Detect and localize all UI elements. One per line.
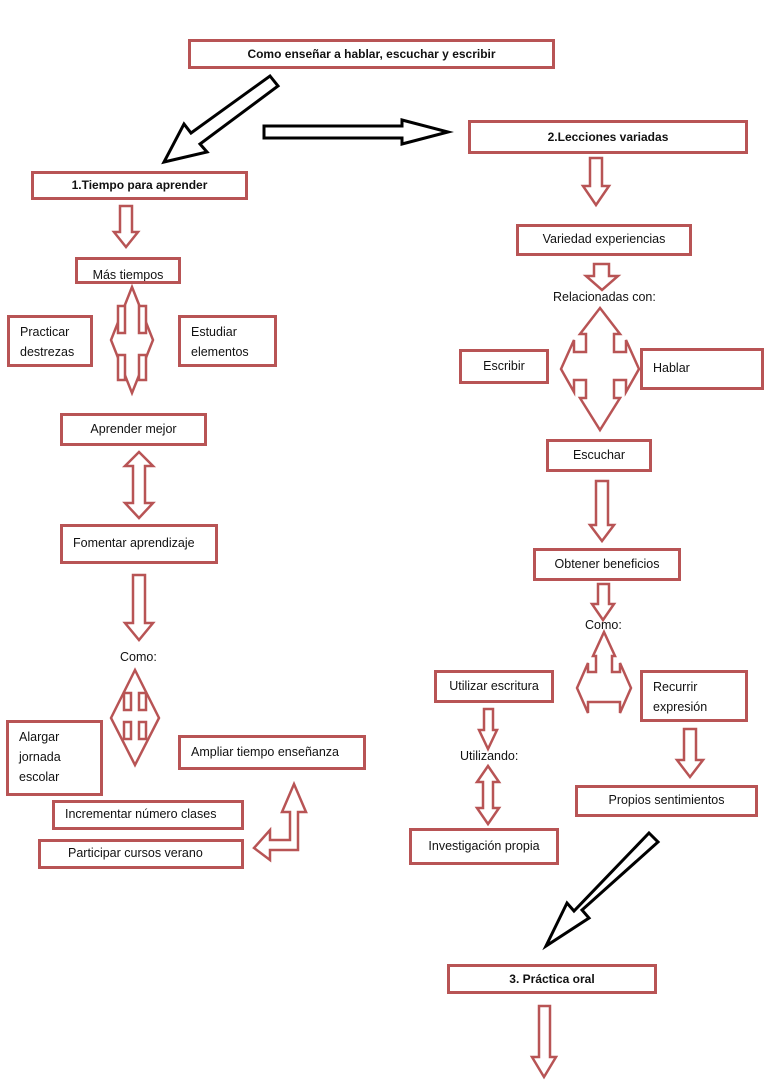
relacionadas-label: Relacionadas con:	[553, 290, 656, 304]
arrow-quad-como-s1	[109, 667, 161, 768]
obtener-box: Obtener beneficios	[533, 548, 681, 581]
investigacion-box: Investigación propia	[409, 828, 559, 865]
variedad-box: Variedad experiencias	[516, 224, 692, 256]
arrow-down-fomentar	[122, 573, 156, 642]
arrow-down-obtener	[589, 582, 617, 623]
utilizar-box: Utilizar escritura	[434, 670, 554, 703]
arrow-down-recurrir	[674, 727, 706, 780]
alargar-box: Alargar jornada escolar	[6, 720, 103, 796]
s3-heading: 3. Práctica oral	[509, 971, 595, 986]
como-label-s1: Como:	[120, 650, 157, 664]
alargar-text: Alargar jornada escolar	[19, 730, 61, 784]
investigacion-text: Investigación propia	[428, 838, 540, 853]
recurrir-text: Recurrir expresión	[653, 680, 708, 714]
escuchar-box: Escuchar	[546, 439, 652, 472]
ampliar-text: Ampliar tiempo enseñanza	[191, 744, 339, 759]
arrow-title-to-s1	[161, 73, 281, 165]
ampliar-box: Ampliar tiempo enseñanza	[178, 735, 366, 770]
incrementar-text: Incrementar número clases	[65, 807, 217, 822]
obtener-text: Obtener beneficios	[554, 556, 660, 571]
arrow-tri-como-s2	[575, 628, 633, 714]
utilizando-label: Utilizando:	[460, 749, 519, 763]
arrow-s2-to-s3	[542, 830, 661, 951]
arrow-down-s2-heading	[580, 156, 612, 208]
s2-heading: 2.Lecciones variadas	[547, 129, 669, 144]
utilizar-text: Utilizar escritura	[449, 678, 539, 693]
fomentar-box: Fomentar aprendizaje	[60, 524, 218, 564]
recurrir-box: Recurrir expresión	[640, 670, 748, 722]
mas-tiempos-box: Más tiempos	[75, 257, 181, 284]
hablar-text: Hablar	[653, 361, 690, 375]
arrow-title-to-s2	[262, 118, 454, 146]
arrow-updown-utilizando	[474, 763, 502, 827]
aprender-mejor-box: Aprender mejor	[60, 413, 207, 446]
como-label-s2: Como:	[585, 618, 622, 632]
hablar-box: Hablar	[640, 348, 764, 390]
practicar-text: Practicar destrezas	[20, 325, 75, 359]
arrow-bent-ampliar	[252, 780, 308, 863]
s2-heading-box: 2.Lecciones variadas	[468, 120, 748, 154]
mas-tiempos-text: Más tiempos	[92, 267, 164, 282]
practicar-box: Practicar destrezas	[7, 315, 93, 367]
arrow-down-variedad	[582, 262, 622, 292]
escribir-text: Escribir	[483, 358, 525, 373]
fomentar-text: Fomentar aprendizaje	[73, 536, 195, 551]
arrow-down-escuchar	[587, 479, 617, 544]
propios-text: Propios sentimientos	[608, 793, 725, 808]
arrow-updown-aprender-fomentar	[121, 450, 157, 520]
escribir-box: Escribir	[459, 349, 549, 384]
estudiar-box: Estudiar elementos	[178, 315, 277, 367]
arrow-quad-mas-tiempos	[109, 283, 155, 397]
arrow-cross-relacionadas	[559, 305, 641, 433]
variedad-text: Variedad experiencias	[542, 232, 666, 247]
incrementar-box: Incrementar número clases	[52, 800, 244, 830]
title-text: Como enseñar a hablar, escuchar y escrib…	[247, 46, 496, 61]
title-box: Como enseñar a hablar, escuchar y escrib…	[188, 39, 555, 69]
participar-text: Participar cursos verano	[68, 846, 203, 861]
propios-box: Propios sentimientos	[575, 785, 758, 817]
arrow-down-utilizar	[477, 707, 499, 752]
escuchar-text: Escuchar	[572, 447, 626, 462]
arrow-down-s3	[529, 1004, 559, 1080]
estudiar-text: Estudiar elementos	[191, 325, 249, 359]
s1-heading-box: 1.Tiempo para aprender	[31, 171, 248, 200]
s3-heading-box: 3. Práctica oral	[447, 964, 657, 994]
s1-heading: 1.Tiempo para aprender	[71, 178, 208, 193]
aprender-mejor-text: Aprender mejor	[90, 421, 177, 436]
participar-box: Participar cursos verano	[38, 839, 244, 869]
arrow-down-s1-heading	[111, 204, 141, 250]
